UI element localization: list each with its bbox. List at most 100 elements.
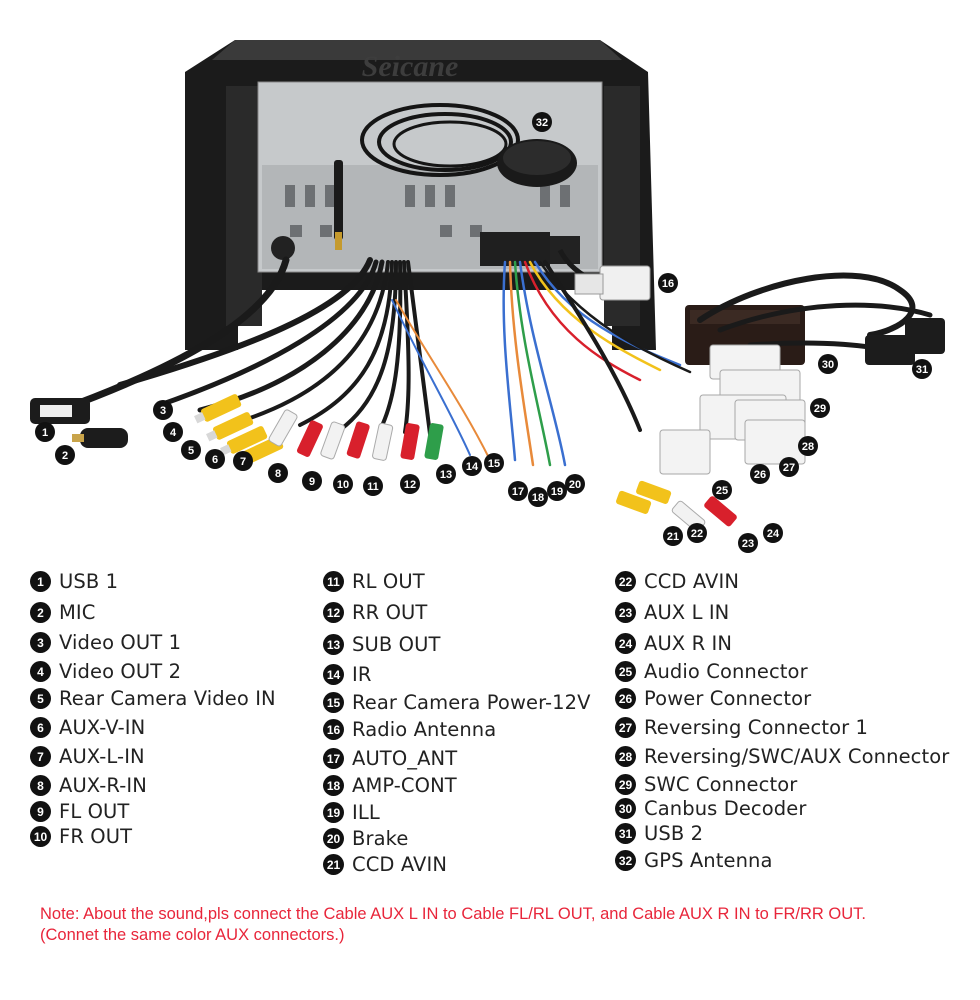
svg-text:12: 12 [404, 479, 416, 491]
svg-text:25: 25 [716, 485, 728, 497]
center-harness [502, 260, 692, 467]
legend-label: GPS Antenna [644, 849, 773, 872]
callout-27: 27 [779, 457, 799, 477]
radio-antenna-connector [557, 248, 651, 301]
sound-connection-note: Note: About the sound,pls connect the Ca… [40, 905, 867, 944]
callout-18: 18 [528, 487, 548, 507]
svg-text:20: 20 [569, 479, 581, 491]
legend-item: 28 Reversing/SWC/AUX Connector [615, 745, 949, 768]
number-badge: 10 [30, 826, 51, 847]
legend-label: USB 2 [644, 822, 704, 845]
callout-13: 13 [436, 464, 456, 484]
legend-item: 30 Canbus Decoder [615, 797, 806, 820]
callout-12: 12 [400, 474, 420, 494]
svg-text:22: 22 [691, 528, 703, 540]
legend-label: Video OUT 2 [59, 660, 182, 683]
number-badge: 23 [615, 602, 636, 623]
number-badge: 7 [30, 746, 51, 767]
white-connectors [659, 344, 806, 475]
callouts: 1 2 3 4 5 6 7 8 9 10 11 12 13 14 15 16 1… [35, 112, 932, 553]
callout-5: 5 [181, 440, 201, 460]
callout-31: 31 [912, 359, 932, 379]
legend-item: 29 SWC Connector [615, 773, 797, 796]
brand-logo: Seicane [362, 50, 459, 83]
legend-label: Canbus Decoder [644, 797, 807, 820]
callout-14: 14 [462, 456, 482, 476]
left-harness [56, 256, 491, 461]
svg-text:30: 30 [822, 359, 834, 371]
number-badge: 24 [615, 633, 636, 654]
gps-antenna [360, 103, 577, 187]
legend-label: Reversing/SWC/AUX Connector [644, 745, 950, 768]
callout-32: 32 [532, 112, 552, 132]
legend-label: SWC Connector [644, 773, 798, 796]
callout-15: 15 [484, 453, 504, 473]
svg-text:2: 2 [62, 450, 68, 462]
svg-text:14: 14 [466, 461, 479, 473]
legend-label: CCD AVIN [352, 853, 448, 876]
svg-text:6: 6 [212, 454, 218, 466]
number-badge: 8 [30, 775, 51, 796]
svg-text:15: 15 [488, 458, 500, 470]
legend-item: 2 MIC [30, 601, 96, 624]
legend-label: AUX R IN [644, 632, 733, 655]
number-badge: 16 [323, 719, 344, 740]
number-badge: 6 [30, 717, 51, 738]
callout-2: 2 [55, 445, 75, 465]
legend-item: 9 FL OUT [30, 800, 129, 823]
legend-label: AMP-CONT [352, 774, 457, 797]
callout-8: 8 [268, 463, 288, 483]
callout-4: 4 [163, 422, 183, 442]
svg-text:26: 26 [754, 469, 766, 481]
svg-text:8: 8 [275, 468, 281, 480]
number-badge: 9 [30, 801, 51, 822]
callout-1: 1 [35, 422, 55, 442]
legend-label: MIC [59, 601, 96, 624]
callout-22: 22 [687, 523, 707, 543]
number-badge: 29 [615, 774, 636, 795]
svg-text:27: 27 [783, 462, 795, 474]
callout-19: 19 [547, 481, 567, 501]
svg-text:11: 11 [367, 481, 379, 493]
svg-text:10: 10 [337, 479, 349, 491]
svg-text:1: 1 [42, 427, 48, 439]
callout-17: 17 [508, 481, 528, 501]
number-badge: 27 [615, 717, 636, 738]
legend-label: Rear Camera Video IN [59, 687, 276, 710]
rca-group-left [194, 394, 444, 466]
mic-connector [72, 428, 128, 448]
callout-29: 29 [810, 398, 830, 418]
legend-label: Radio Antenna [352, 718, 497, 741]
number-badge: 28 [615, 746, 636, 767]
legend-label: AUX-V-IN [59, 716, 146, 739]
number-badge: 13 [323, 634, 344, 655]
number-badge: 17 [323, 748, 344, 769]
number-badge: 22 [615, 571, 636, 592]
legend-label: IR [352, 663, 372, 686]
number-badge: 1 [30, 571, 51, 592]
svg-text:29: 29 [814, 403, 826, 415]
svg-text:4: 4 [170, 427, 177, 439]
number-badge: 26 [615, 688, 636, 709]
number-badge: 11 [323, 571, 344, 592]
svg-text:9: 9 [309, 476, 315, 488]
legend-label: FL OUT [59, 800, 130, 823]
number-badge: 4 [30, 661, 51, 682]
svg-text:21: 21 [667, 531, 679, 543]
svg-text:31: 31 [916, 364, 928, 376]
svg-text:24: 24 [767, 528, 780, 540]
number-badge: 30 [615, 798, 636, 819]
svg-text:18: 18 [532, 492, 544, 504]
number-badge: 2 [30, 602, 51, 623]
